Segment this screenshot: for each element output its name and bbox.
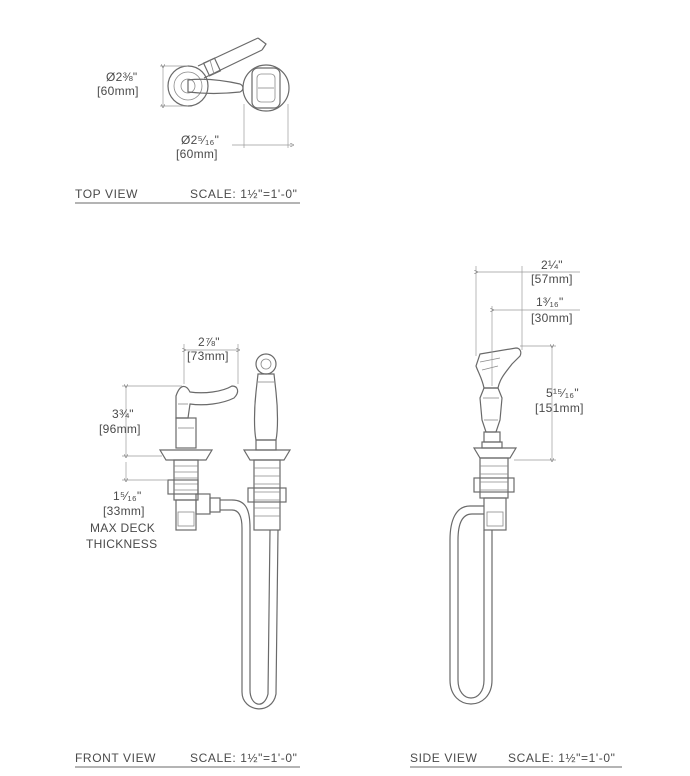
side-width-mm: [57mm]	[531, 272, 573, 286]
side-width-dim: 2¼"	[541, 258, 563, 272]
side-view-scale: SCALE: 1½"=1'-0"	[508, 751, 615, 765]
top-dia-b: Ø2⁵⁄₁₆"	[181, 133, 219, 147]
front-width-dim: 2⅞"	[198, 335, 220, 349]
front-deck-note-1: MAX DECK	[90, 521, 155, 535]
top-dia-a-mm: [60mm]	[97, 84, 139, 98]
top-view-drawing	[160, 37, 292, 148]
front-height-mm: [96mm]	[99, 422, 141, 436]
front-view-drawing	[122, 344, 292, 710]
side-height-mm: [151mm]	[535, 401, 584, 415]
side-view-title: SIDE VIEW	[410, 751, 477, 765]
side-offset-mm: [30mm]	[531, 311, 573, 325]
side-view-drawing	[449, 266, 580, 705]
top-view-scale: SCALE: 1½"=1'-0"	[190, 187, 297, 201]
side-offset-dim: 1³⁄₁₆"	[536, 295, 564, 309]
top-dia-a: Ø2⅜"	[106, 70, 137, 84]
front-view-scale: SCALE: 1½"=1'-0"	[190, 751, 297, 765]
side-height-dim: 5¹⁵⁄₁₆"	[546, 386, 579, 400]
top-dia-b-mm: [60mm]	[176, 147, 218, 161]
top-view-title: TOP VIEW	[75, 187, 138, 201]
front-deck-dim: 1⁵⁄₁₆"	[113, 489, 142, 503]
front-view-title: FRONT VIEW	[75, 751, 156, 765]
front-width-mm: [73mm]	[187, 349, 229, 363]
front-deck-mm: [33mm]	[103, 504, 145, 518]
front-deck-note-2: THICKNESS	[86, 537, 157, 551]
front-height-dim: 3¾"	[112, 407, 134, 421]
